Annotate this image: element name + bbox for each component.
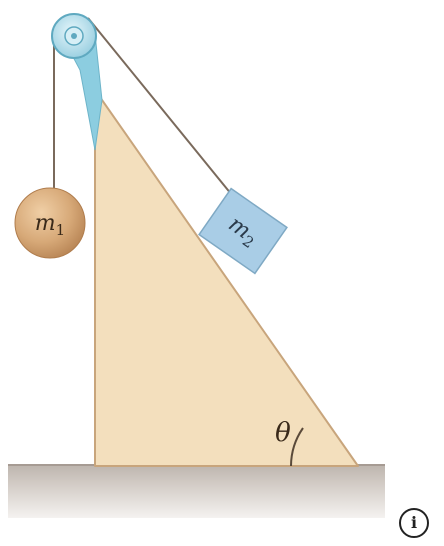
hanging-mass-symbol: m <box>35 211 56 236</box>
pulley-axle <box>71 33 77 39</box>
info-icon: i <box>410 513 418 532</box>
angle-arc <box>290 427 304 467</box>
hanging-mass-sphere <box>14 187 86 259</box>
hanging-mass-label: m1 <box>35 211 65 239</box>
info-button[interactable]: i <box>399 508 429 538</box>
ground <box>8 465 385 518</box>
hanging-mass-subscript: 1 <box>56 221 66 239</box>
angle-label: θ <box>275 418 291 448</box>
block-mass: m2 <box>198 187 288 275</box>
incline-wedge <box>94 89 359 467</box>
block-mass-box <box>198 187 288 275</box>
rope-to-block <box>87 17 237 201</box>
